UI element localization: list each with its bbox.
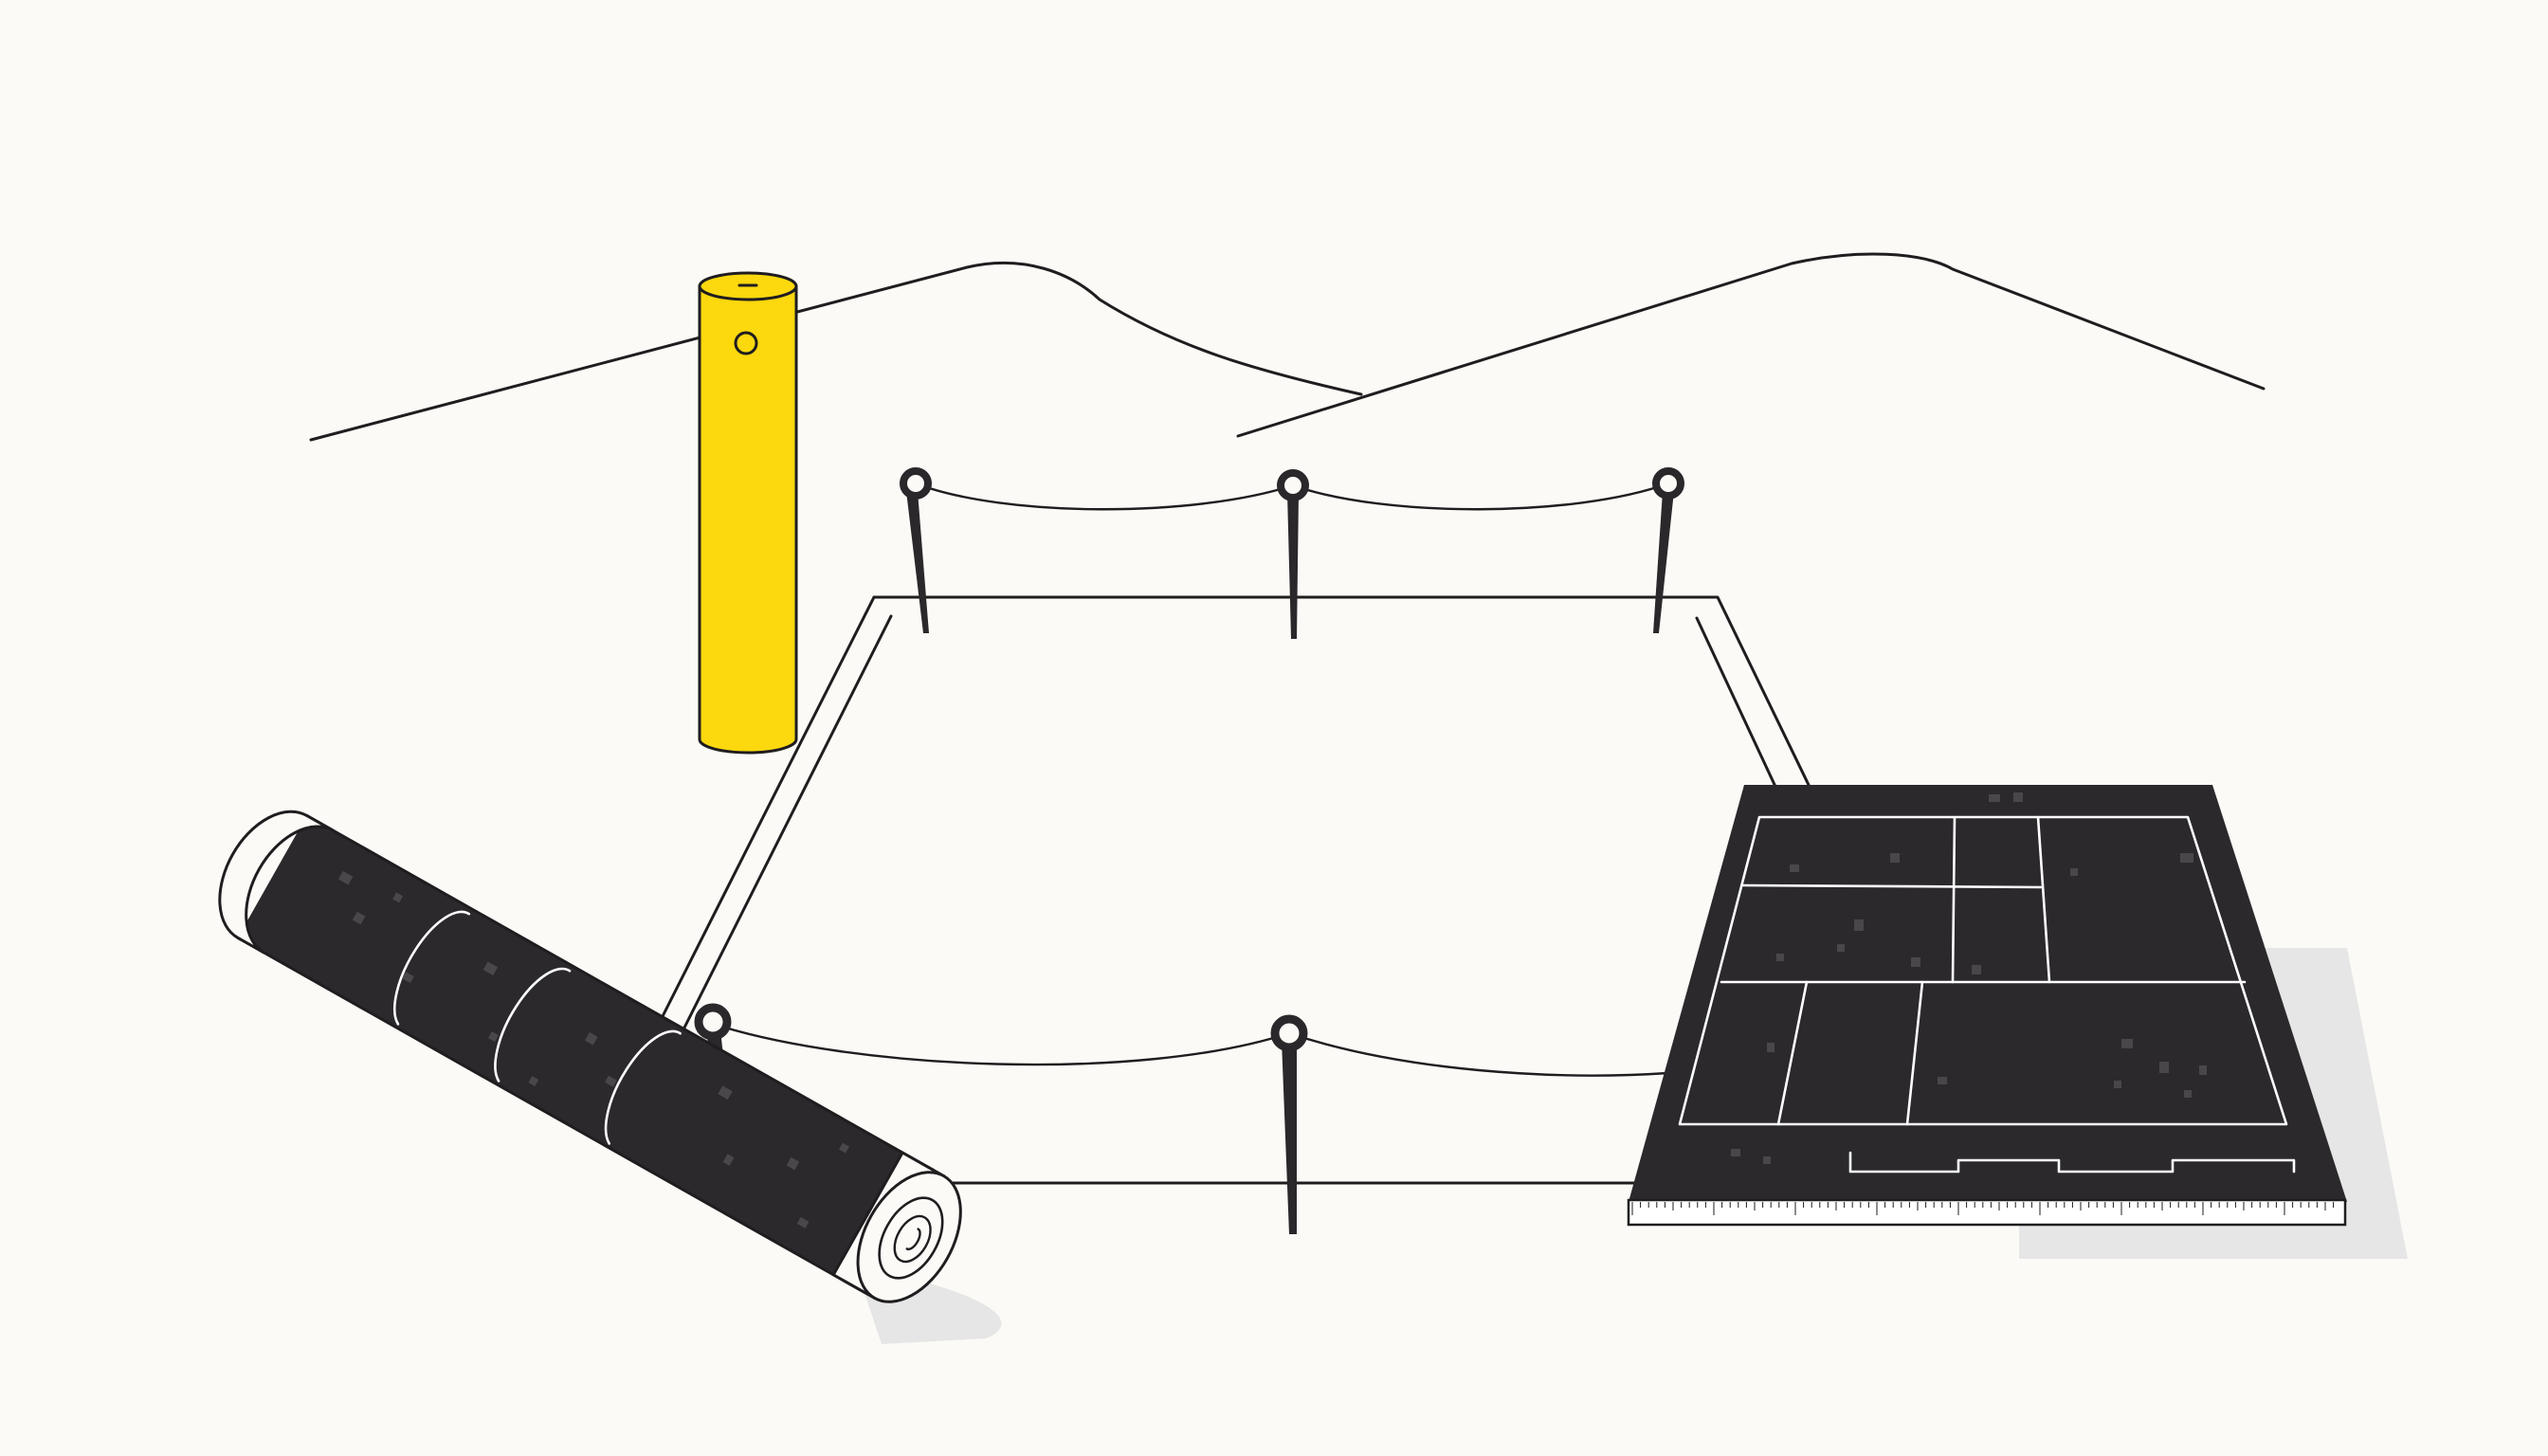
boundary-stake xyxy=(1270,1014,1308,1234)
map-parcel-lines xyxy=(1678,815,2288,1126)
boundary-stake xyxy=(1652,467,1684,633)
boundary-rope-back xyxy=(914,482,1670,511)
survey-marker-post xyxy=(698,271,798,755)
site-plan-map xyxy=(1629,785,2408,1259)
hills-outline xyxy=(309,252,2266,442)
scale-ruler xyxy=(1627,1198,2347,1227)
boundary-stake xyxy=(1277,469,1309,639)
map-scale-bar xyxy=(1848,1151,2296,1174)
rolled-blueprint xyxy=(218,810,1002,1344)
boundary-rope-front xyxy=(711,1022,1670,1077)
map-texture xyxy=(1731,792,2207,1164)
land-plot-outline xyxy=(652,595,1811,1185)
boundary-stake xyxy=(900,467,932,633)
marker-hole-icon xyxy=(734,331,758,355)
